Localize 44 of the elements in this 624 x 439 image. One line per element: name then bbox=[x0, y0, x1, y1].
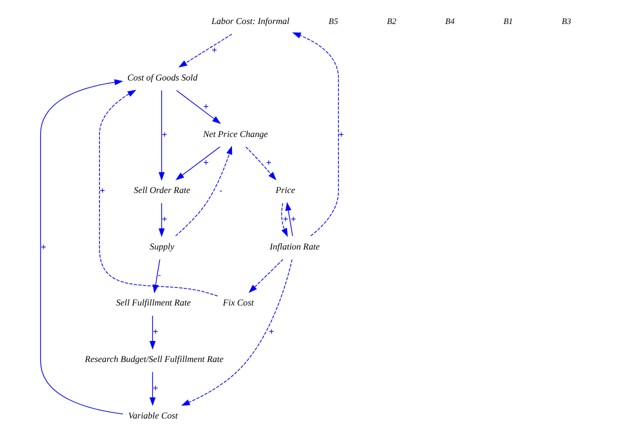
arrow bbox=[174, 146, 232, 236]
edge-label: + bbox=[266, 158, 271, 168]
edge-label: + bbox=[152, 326, 158, 337]
edge-label: + bbox=[290, 214, 296, 224]
node-text: Net Price Change bbox=[202, 128, 268, 139]
arrow bbox=[175, 146, 220, 180]
edge-label: + bbox=[40, 242, 46, 252]
arrow bbox=[98, 90, 218, 296]
edge-label: + bbox=[268, 326, 274, 337]
node-text: Research Budget/Sell Fulfillment Rate bbox=[84, 354, 224, 364]
edge-label: - bbox=[218, 186, 222, 196]
arrow bbox=[176, 90, 220, 124]
node-text: Sell Fulfillment Rate bbox=[116, 298, 190, 308]
edge-label: - bbox=[157, 270, 160, 280]
arrow bbox=[245, 146, 276, 180]
arrow bbox=[149, 372, 156, 406]
edge-label: + bbox=[161, 129, 167, 140]
edge-label: + bbox=[202, 101, 208, 112]
node-text: Supply bbox=[149, 241, 174, 252]
arrow bbox=[178, 34, 232, 68]
node-text: Sell Order Rate bbox=[133, 185, 190, 196]
edge-label: + bbox=[211, 44, 217, 55]
arrow bbox=[158, 90, 164, 181]
node-text: Price bbox=[275, 185, 295, 196]
node-text: Fix Cost bbox=[222, 298, 254, 308]
arrow bbox=[248, 259, 283, 294]
node-text: Labor Cost: Informal bbox=[211, 16, 289, 26]
edge-label: + bbox=[202, 158, 208, 168]
node-text: Variable Cost bbox=[128, 410, 178, 420]
arrow bbox=[40, 79, 123, 414]
arrow bbox=[158, 202, 164, 238]
arrow bbox=[280, 202, 288, 237]
edge-label: + bbox=[152, 382, 158, 393]
edge-label: + bbox=[338, 129, 344, 140]
arrow bbox=[149, 315, 156, 350]
edge-label: + bbox=[161, 214, 167, 224]
arrow bbox=[292, 32, 338, 236]
node-text: Cost of Goods Sold bbox=[126, 72, 197, 82]
edge-label: + bbox=[99, 186, 105, 196]
arrow bbox=[180, 259, 292, 406]
arrow bbox=[284, 202, 292, 236]
node-text: Inflation Rate bbox=[269, 241, 320, 252]
edge-label: + bbox=[282, 214, 288, 224]
arrow bbox=[152, 259, 160, 294]
